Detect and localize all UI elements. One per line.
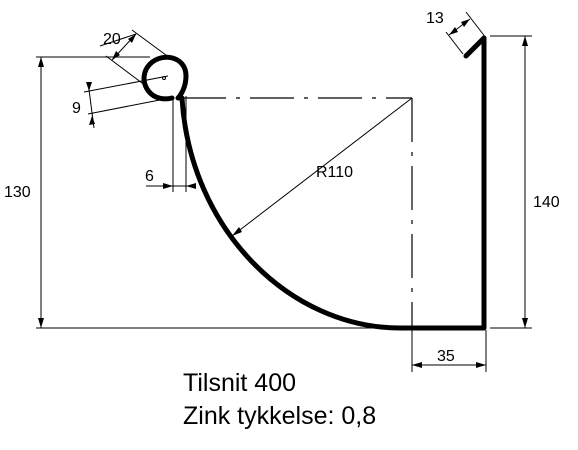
- dim-line-13-ext-a: [445, 31, 464, 55]
- dim-arrow-9-b: [89, 116, 95, 125]
- dim-line-13-ext-b: [465, 11, 487, 39]
- dim-arrow-6-b: [186, 183, 196, 189]
- dim-arrow-13-b: [461, 19, 470, 27]
- bead-center-mark: [162, 76, 166, 80]
- dim-arrow-9-a: [86, 82, 92, 91]
- radius-arrow: [232, 227, 242, 236]
- dim-text-6: 6: [145, 168, 154, 185]
- dim-line-9-ext-b: [87, 97, 171, 115]
- dim-text-9: 9: [72, 100, 81, 117]
- gutter-profile-outline: [141, 35, 487, 331]
- dim-line-20-ext-b: [131, 29, 171, 59]
- dim-line-9-ext-a: [83, 75, 169, 93]
- dim-text-20: 20: [103, 31, 121, 48]
- dim-text-140: 140: [533, 194, 560, 211]
- dim-arrow-20-b: [128, 34, 136, 43]
- dim-text-radius: R110: [316, 164, 353, 181]
- dim-text-13: 13: [426, 10, 444, 27]
- title-line-2: Zink tykkelse: 0,8: [183, 402, 376, 430]
- dim-text-35: 35: [437, 348, 455, 365]
- dim-arrow-130-bottom: [38, 318, 44, 328]
- dim-line-20-leader: [99, 33, 137, 47]
- dim-arrow-140-bottom: [522, 318, 528, 328]
- dim-arrow-35-left: [412, 362, 422, 368]
- dim-arrow-35-right: [476, 362, 486, 368]
- radius-leader: [231, 97, 413, 237]
- dim-arrow-140-top: [522, 36, 528, 46]
- dim-arrow-20-a: [112, 51, 120, 60]
- dim-arrow-13-a: [449, 27, 458, 35]
- dim-arrow-6-a: [163, 183, 173, 189]
- dim-arrow-130-top: [38, 57, 44, 67]
- title-line-1: Tilsnit 400: [183, 369, 296, 397]
- dim-text-130: 130: [4, 184, 31, 201]
